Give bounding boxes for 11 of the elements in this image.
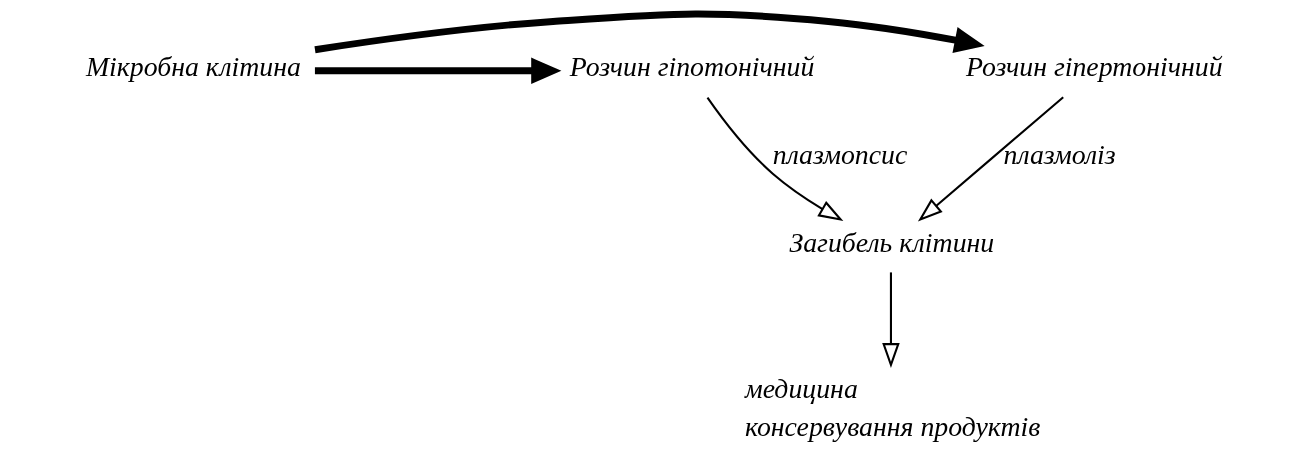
arrow (706, 97, 843, 222)
edge-label: плазмоліз (1003, 138, 1116, 170)
node-text: Розчин гіпотонічний (569, 51, 814, 83)
arrow (881, 272, 900, 369)
edge-label: плазмопсис (772, 138, 907, 170)
node-text: Розчин гіпертонічний (965, 51, 1223, 83)
arrow (917, 96, 1064, 222)
node-text: Мікробна клітина (85, 51, 301, 83)
arrow (313, 10, 985, 54)
node-text: медицина консервування продуктів (744, 372, 1040, 443)
node-text: Загибель клітини (788, 226, 994, 258)
